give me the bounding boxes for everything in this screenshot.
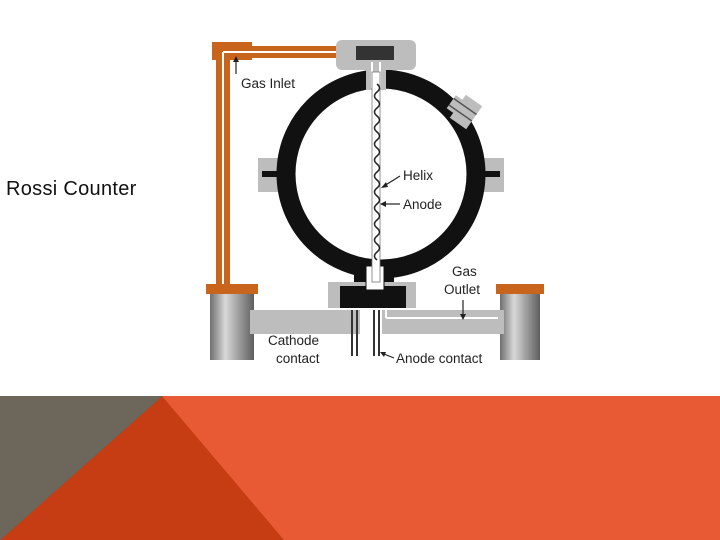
- gas-inlet-tube: [212, 42, 356, 290]
- label-helix: Helix: [403, 168, 433, 183]
- helix-wire: [373, 83, 381, 261]
- label-gas-outlet-line2: Outlet: [444, 282, 480, 297]
- label-cathode-contact-line1: Cathode: [268, 333, 319, 348]
- footer-gray-wedge: [0, 396, 162, 540]
- slide-title: Rossi Counter: [6, 178, 137, 200]
- label-arrows: [233, 56, 466, 359]
- left-cylinder-cap: [206, 284, 258, 294]
- anode-contact-pins: [373, 310, 380, 356]
- right-cylinder: [496, 284, 544, 360]
- outlet-conduit: [382, 310, 504, 334]
- label-anode: Anode: [403, 197, 442, 212]
- label-gas-inlet: Gas Inlet: [241, 76, 295, 91]
- cathode-conduit: [250, 310, 360, 334]
- side-valve: [446, 94, 483, 130]
- rossi-counter-diagram: Gas Inlet Helix Anode Gas Outlet Cathode…: [206, 40, 544, 366]
- footer-decoration: [0, 396, 720, 540]
- cathode-contact-pins: [351, 310, 358, 356]
- label-anode-contact: Anode contact: [396, 351, 483, 366]
- label-cathode-contact-line2: contact: [276, 351, 320, 366]
- right-cylinder-cap: [496, 284, 544, 294]
- left-cylinder: [206, 284, 258, 360]
- label-gas-outlet-line1: Gas: [452, 264, 477, 279]
- anode-rod: [371, 71, 381, 283]
